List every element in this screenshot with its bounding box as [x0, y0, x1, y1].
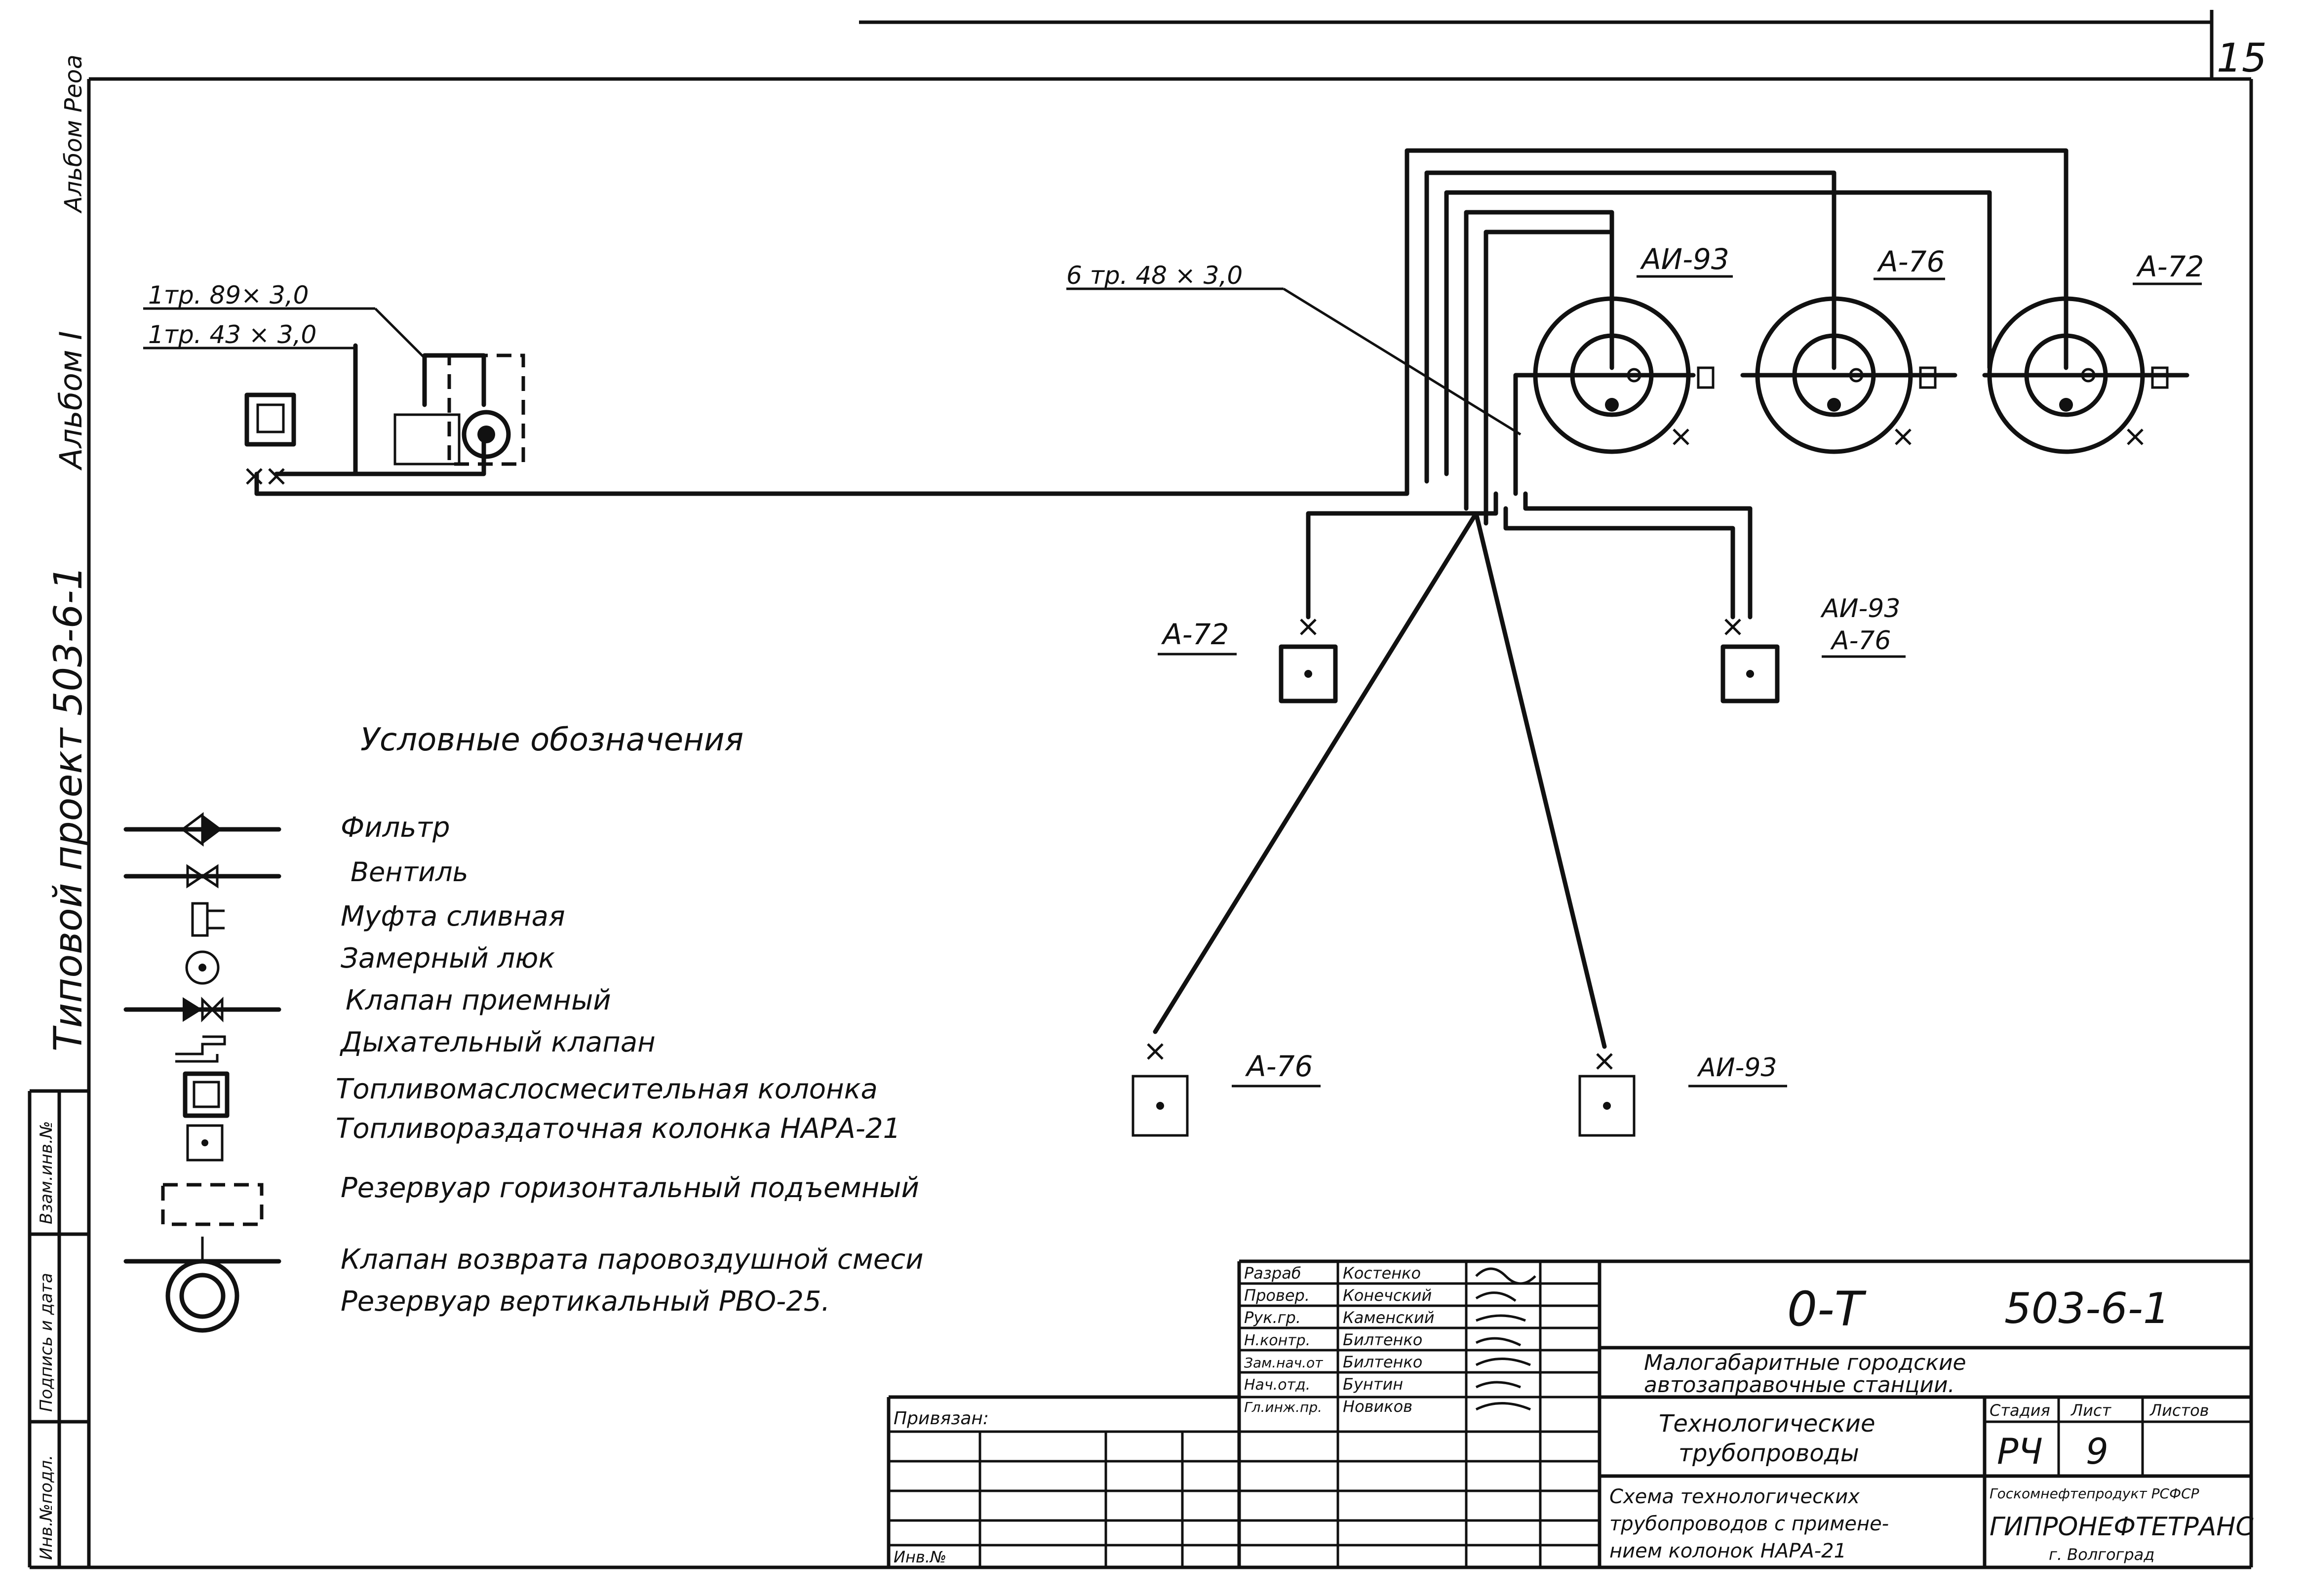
drain-coupling-symbol — [191, 902, 225, 937]
tank-ai93 — [1533, 230, 1715, 454]
stamp-label-signature: Подпись и дата — [37, 1273, 56, 1412]
tb-name-1: Конечский — [1343, 1286, 1432, 1305]
tank-label-ai93: АИ-93 — [1640, 242, 1729, 276]
valve-symbol — [123, 864, 281, 889]
signatures — [1475, 1267, 1536, 1411]
dispenser-label-ai93-top: АИ-93 — [1820, 594, 1900, 623]
tb-name-5: Бунтин — [1343, 1375, 1403, 1394]
sheet-frame — [28, 10, 2253, 1569]
tb-sheet-title-line2: трубопроводы — [1679, 1440, 1859, 1467]
legend: Условные обозначения — [123, 722, 923, 1333]
tb-role-2: Рук.гр. — [1244, 1308, 1301, 1327]
left-equipment-group — [244, 353, 525, 485]
tb-name-2: Каменский — [1343, 1308, 1435, 1327]
tb-drawing-line2: трубопроводов с примене- — [1609, 1513, 1889, 1535]
tb-object-line1: Малогабаритные городские — [1644, 1350, 1966, 1375]
pipe-label-48: 6 тр. 48 × 3,0 — [1066, 261, 1243, 290]
legend-item-vertical-tank: Резервуар вертикальный РВО-25. — [341, 1285, 830, 1318]
filter-symbol — [123, 812, 281, 847]
tb-name-3: Билтенко — [1343, 1330, 1422, 1349]
intake-valve-symbol — [123, 996, 281, 1023]
tb-org-line1: Госкомнефтепродукт РСФСР — [1990, 1485, 2199, 1502]
breathing-valve-symbol — [175, 1035, 226, 1063]
dispenser-a72 — [1279, 619, 1338, 703]
tb-object-line2: автозаправочные станции. — [1644, 1372, 1955, 1398]
tb-sheets-header: Листов — [2149, 1401, 2209, 1420]
tb-name-0: Костенко — [1343, 1264, 1421, 1283]
tb-name-6: Новиков — [1343, 1397, 1412, 1416]
tb-role-4: Зам.нач.от — [1244, 1355, 1323, 1371]
legend-item-valve: Вентиль — [351, 856, 468, 888]
dispenser-ai93 — [1578, 1053, 1636, 1137]
tb-drawing-line1: Схема технологических — [1609, 1485, 1860, 1508]
legend-title: Условные обозначения — [360, 722, 743, 758]
dispenser-label-ai93: АИ-93 — [1697, 1053, 1777, 1083]
tb-org-city: г. Волгоград — [2049, 1545, 2154, 1564]
tb-org-name: ГИПРОНЕФТЕТРАНС — [1990, 1512, 2254, 1542]
stamp-label-inv: Инв.№подл. — [37, 1455, 56, 1560]
tb-role-5: Нач.отд. — [1244, 1376, 1310, 1394]
legend-item-oil-mixing-dispenser: Топливомаслосмесительная колонка — [336, 1073, 878, 1105]
legend-item-fuel-dispenser: Топливораздаточная колонка НАРА-21 — [336, 1113, 900, 1145]
tb-role-3: Н.контр. — [1244, 1332, 1310, 1349]
legend-item-measuring-hatch: Замерный люк — [341, 942, 555, 974]
tank-label-a76: А-76 — [1876, 245, 1945, 278]
dispenser-label-a72: А-72 — [1161, 618, 1229, 651]
tb-stage: РЧ — [1997, 1431, 2043, 1472]
tb-sheet: 9 — [2086, 1431, 2109, 1472]
tb-sheet-title-line1: Технологические — [1659, 1410, 1875, 1438]
legend-item-intake-valve: Клапан приемный — [346, 984, 611, 1016]
project-label: Типовой проект 503-6-1 — [46, 566, 91, 1051]
pipe-label-43: 1тр. 43 × 3,0 — [148, 320, 316, 349]
tb-inv: Инв.№ — [894, 1548, 946, 1566]
tb-drawing-line3: нием колонок НАРА-21 — [1609, 1540, 1846, 1562]
measuring-hatch-symbol — [185, 950, 220, 985]
legend-item-horizontal-tank: Резервуар горизонтальный подъемный — [341, 1172, 919, 1204]
tb-role-1: Провер. — [1244, 1286, 1310, 1305]
stamp-label-replace: Взам.инв.№ — [37, 1121, 56, 1224]
dispenser-a76 — [1132, 1043, 1189, 1137]
tank-a72 — [1987, 296, 2169, 454]
horizontal-tank-symbol — [161, 1183, 264, 1226]
title-block: Разраб Провер. Рук.гр. Н.контр. Зам.нач.… — [887, 1259, 2254, 1567]
pipe-label-89: 1тр. 89× 3,0 — [148, 281, 309, 310]
vapor-return-valve-symbol — [123, 1237, 281, 1333]
tb-name-4: Билтенко — [1343, 1353, 1422, 1371]
legend-item-breathing-valve: Дыхательный клапан — [339, 1026, 656, 1058]
tank-label-a72: А-72 — [2136, 250, 2204, 283]
tb-role-6: Гл.инж.пр. — [1244, 1399, 1322, 1415]
edition-label: Альбом Реоа — [60, 55, 87, 214]
album-label: Альбом I — [53, 331, 89, 471]
dispenser-label-a76: А-76 — [1245, 1050, 1313, 1083]
page-number: 15 — [2217, 35, 2267, 81]
dispenser-ai93-a76 — [1720, 619, 1780, 703]
tb-number: 503-6-1 — [2004, 1284, 2170, 1333]
tank-a76 — [1755, 296, 1937, 454]
legend-item-drain-coupling: Муфта сливная — [341, 900, 565, 933]
tb-stage-header: Стадия — [1990, 1401, 2050, 1420]
tb-sheet-header: Лист — [2070, 1401, 2111, 1420]
legend-item-vapor-return-valve: Клапан возврата паровоздушной смеси — [341, 1244, 923, 1276]
tb-code: 0-Т — [1787, 1282, 1867, 1337]
tb-role-0: Разраб — [1244, 1264, 1301, 1283]
oil-mixing-dispenser-symbol — [183, 1071, 230, 1118]
fuel-dispenser-symbol — [186, 1124, 224, 1162]
dispenser-label-a76-bottom: А-76 — [1830, 626, 1891, 656]
legend-item-filter: Фильтр — [341, 812, 450, 844]
tb-privyazan: Привязан: — [894, 1408, 989, 1429]
